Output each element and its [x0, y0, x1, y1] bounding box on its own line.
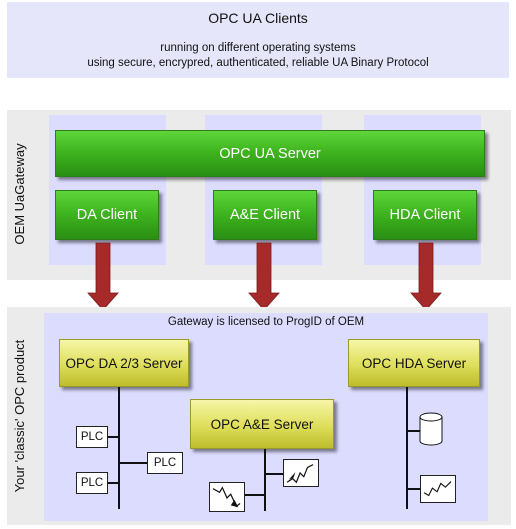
- clients-title: OPC UA Clients: [208, 10, 308, 26]
- hda-client-label: HDA Client: [389, 207, 461, 223]
- clients-subtitle-line2: using secure, encrypred, authenticated, …: [87, 57, 429, 69]
- plc-label-2: PLC: [153, 457, 177, 469]
- alarm-trend-icon: [283, 459, 319, 487]
- opc-ae-server-label: OPC A&E Server: [210, 416, 314, 432]
- hda-client-box: HDA Client: [373, 190, 477, 240]
- database-icon: [419, 412, 443, 446]
- da-bus-line: [118, 387, 120, 509]
- opc-hda-server-label: OPC HDA Server: [361, 355, 467, 371]
- product-side-label: Your 'classic' OPC product: [12, 339, 27, 493]
- plc-device-1: PLC: [76, 426, 108, 448]
- clients-band: OPC UA Clients running on different oper…: [7, 2, 509, 78]
- hda-bus-line: [406, 387, 408, 509]
- arrow-da: [87, 242, 119, 311]
- license-note: Gateway is licensed to ProgID of OEM: [167, 316, 365, 328]
- history-trend-icon: [420, 475, 456, 503]
- opc-hda-server-box: OPC HDA Server: [348, 339, 480, 387]
- arrow-ae: [248, 242, 280, 311]
- ae-device1-connector: [266, 473, 283, 475]
- event-trend-icon: [209, 482, 245, 512]
- plc3-connector: [108, 482, 119, 484]
- ae-client-label: A&E Client: [229, 207, 301, 223]
- opc-ua-server-box: OPC UA Server: [55, 130, 485, 177]
- opc-ae-server-box: OPC A&E Server: [190, 399, 334, 449]
- hda-trend-connector: [408, 488, 420, 490]
- ae-client-box: A&E Client: [213, 190, 317, 240]
- plc1-connector: [108, 436, 119, 438]
- clients-subtitle-line1: running on different operating systems: [160, 42, 356, 54]
- plc-label-1: PLC: [80, 431, 104, 443]
- plc-device-3: PLC: [76, 472, 108, 494]
- da-client-label: DA Client: [76, 207, 138, 223]
- hda-database-connector: [408, 430, 420, 432]
- opc-ua-server-label: OPC UA Server: [219, 145, 321, 162]
- plc2-connector: [119, 462, 147, 464]
- plc-label-3: PLC: [80, 477, 104, 489]
- plc-device-2: PLC: [147, 452, 183, 474]
- da-client-box: DA Client: [55, 190, 159, 240]
- ae-device2-connector: [245, 494, 264, 496]
- opc-da-server-label: OPC DA 2/3 Server: [65, 355, 183, 371]
- ae-bus-line: [264, 449, 266, 511]
- arrow-hda: [410, 242, 442, 311]
- opc-da-server-box: OPC DA 2/3 Server: [59, 339, 189, 387]
